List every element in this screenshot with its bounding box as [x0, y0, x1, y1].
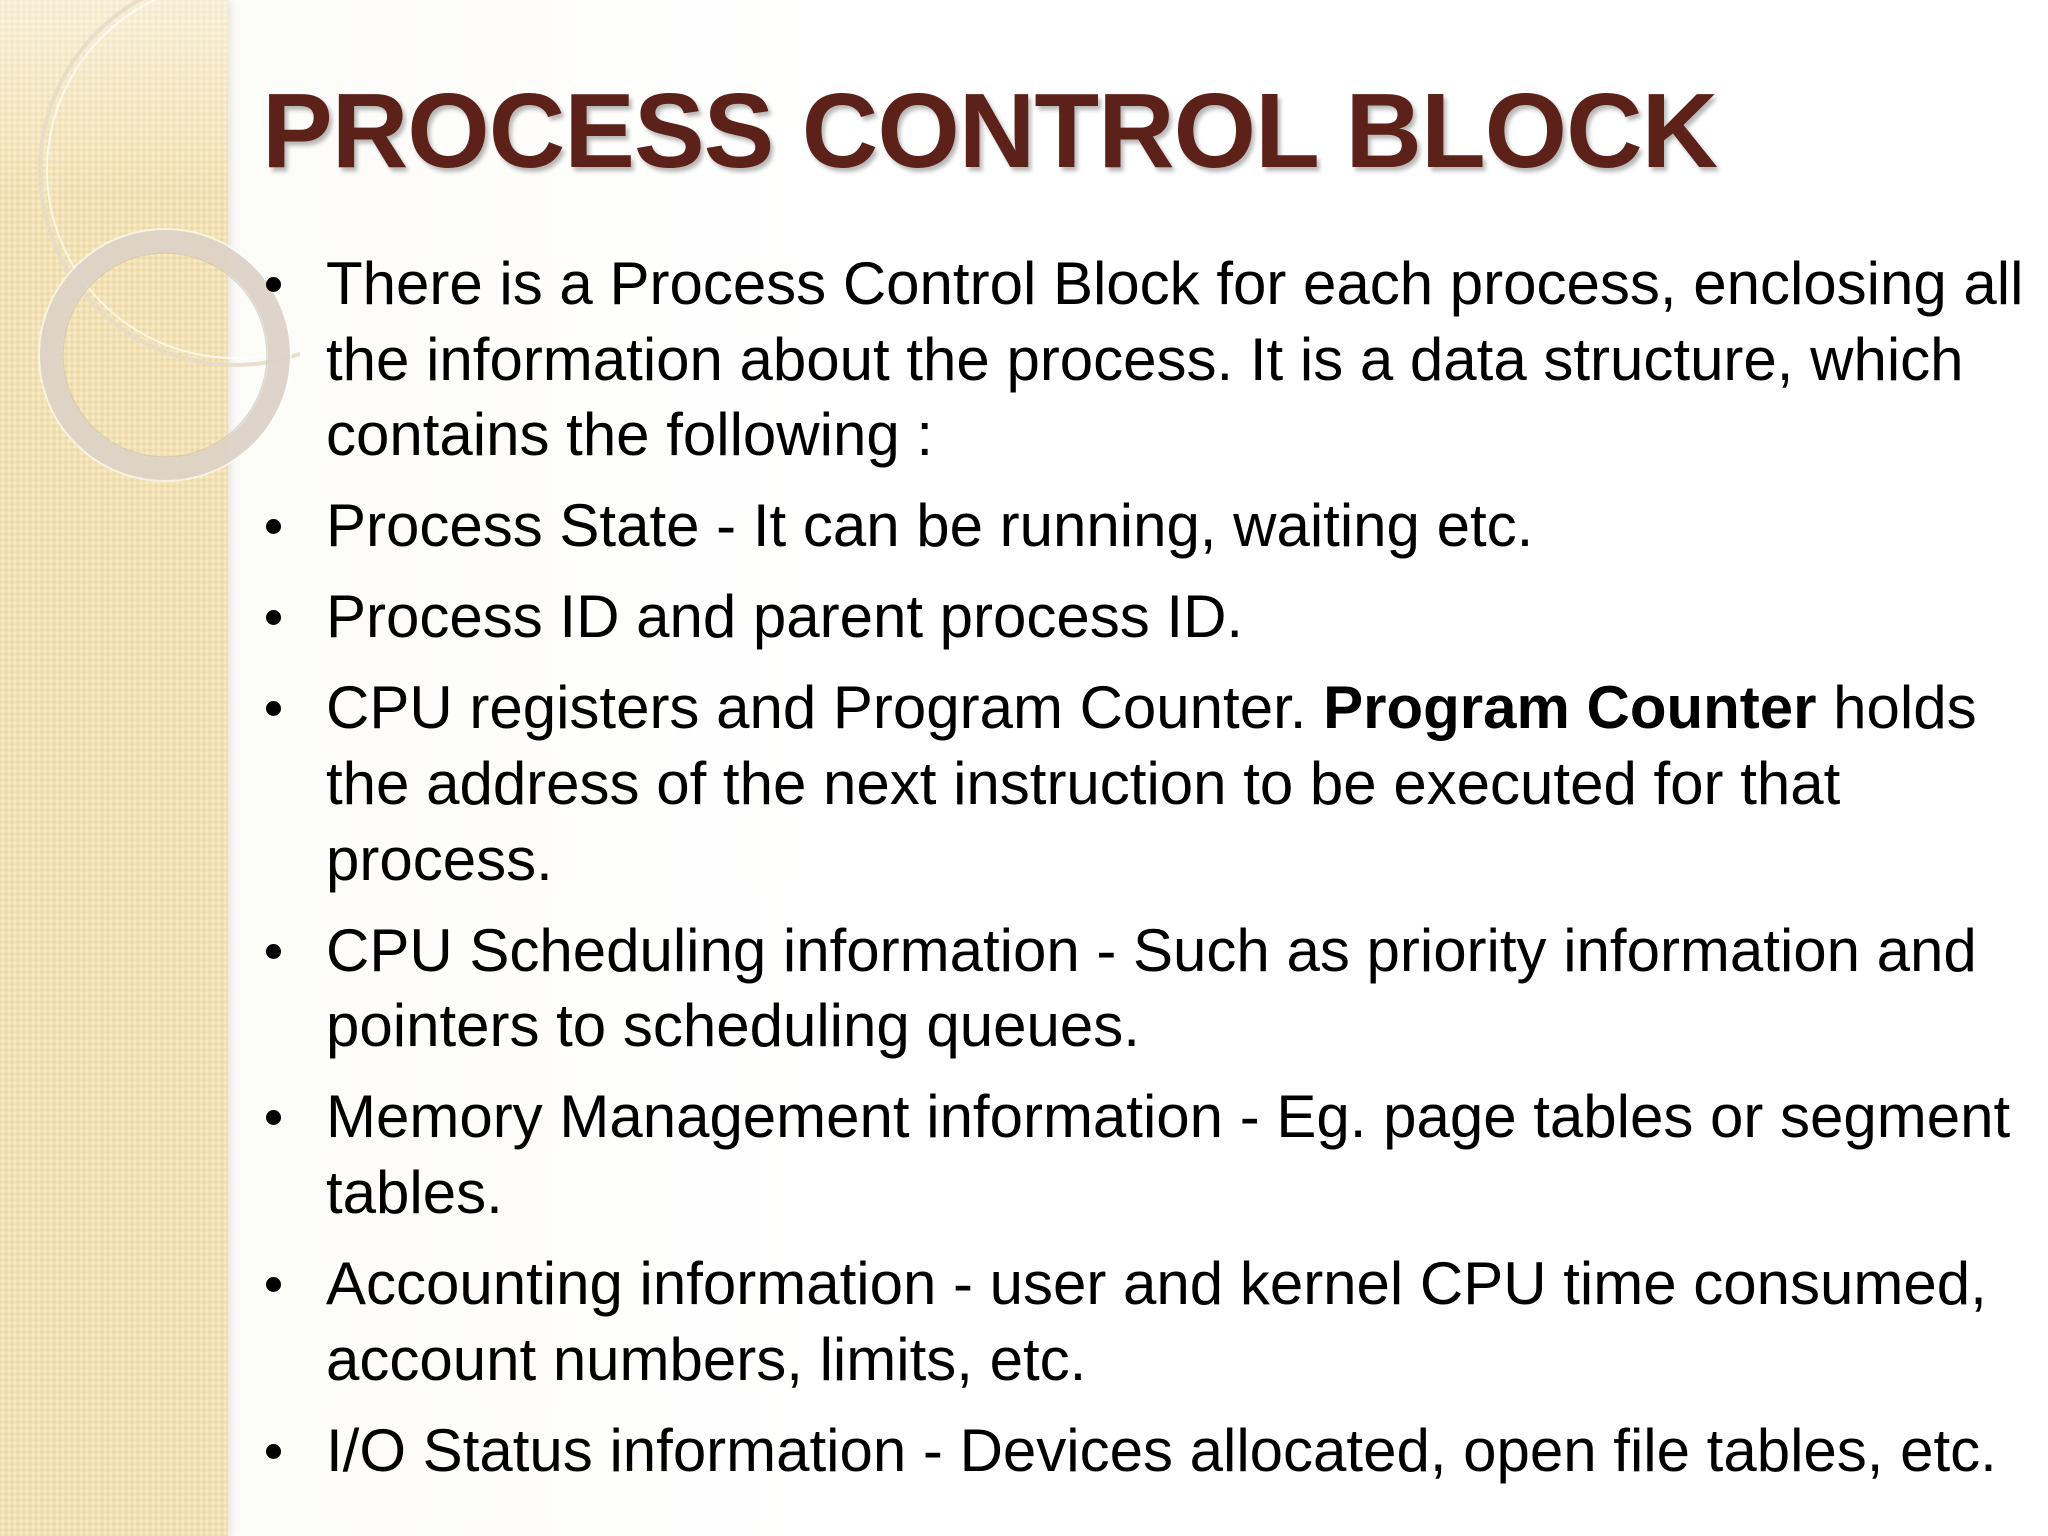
bullet-item: Memory Management information - Eg. page… — [256, 1079, 2026, 1230]
bullet-icon — [266, 701, 281, 717]
bullet-icon — [266, 943, 281, 959]
bullet-text: CPU Scheduling information - Such as pri… — [326, 916, 1977, 1060]
bullet-text: Memory Management information - Eg. page… — [326, 1083, 2011, 1227]
bullet-list: There is a Process Control Block for eac… — [256, 246, 2026, 1504]
bullet-icon — [266, 610, 281, 626]
bullet-bold-term: Program Counter — [1323, 674, 1817, 742]
bullet-text-before: CPU registers and Program Counter. — [326, 674, 1324, 742]
bullet-icon — [266, 519, 281, 535]
bullet-text: Accounting information - user and kernel… — [326, 1250, 1987, 1393]
bullet-text: Process ID and parent process ID. — [326, 583, 1244, 651]
decorative-side-panel — [0, 0, 228, 1536]
bullet-icon — [266, 1110, 281, 1126]
bullet-item: Process State - It can be running, waiti… — [256, 488, 2026, 564]
bullet-text: There is a Process Control Block for eac… — [326, 250, 2024, 469]
bullet-text-after: holds the address of the next instructio… — [326, 674, 1977, 893]
bullet-item: CPU Scheduling information - Such as pri… — [256, 913, 2026, 1064]
slide-title: PROCESS CONTROL BLOCK — [262, 72, 1718, 190]
bullet-item: CPU registers and Program Counter. Progr… — [256, 670, 2026, 897]
bullet-item: Accounting information - user and kernel… — [256, 1246, 2026, 1397]
bullet-text: Process State - It can be running, waiti… — [326, 492, 1534, 560]
bullet-item: There is a Process Control Block for eac… — [256, 246, 2026, 473]
bullet-icon — [266, 277, 281, 292]
bullet-text: I/O Status information - Devices allocat… — [326, 1416, 1997, 1484]
bullet-icon — [266, 1443, 281, 1459]
bullet-item: I/O Status information - Devices allocat… — [256, 1413, 2026, 1489]
bullet-icon — [266, 1277, 281, 1293]
bullet-item: Process ID and parent process ID. — [256, 579, 2026, 655]
